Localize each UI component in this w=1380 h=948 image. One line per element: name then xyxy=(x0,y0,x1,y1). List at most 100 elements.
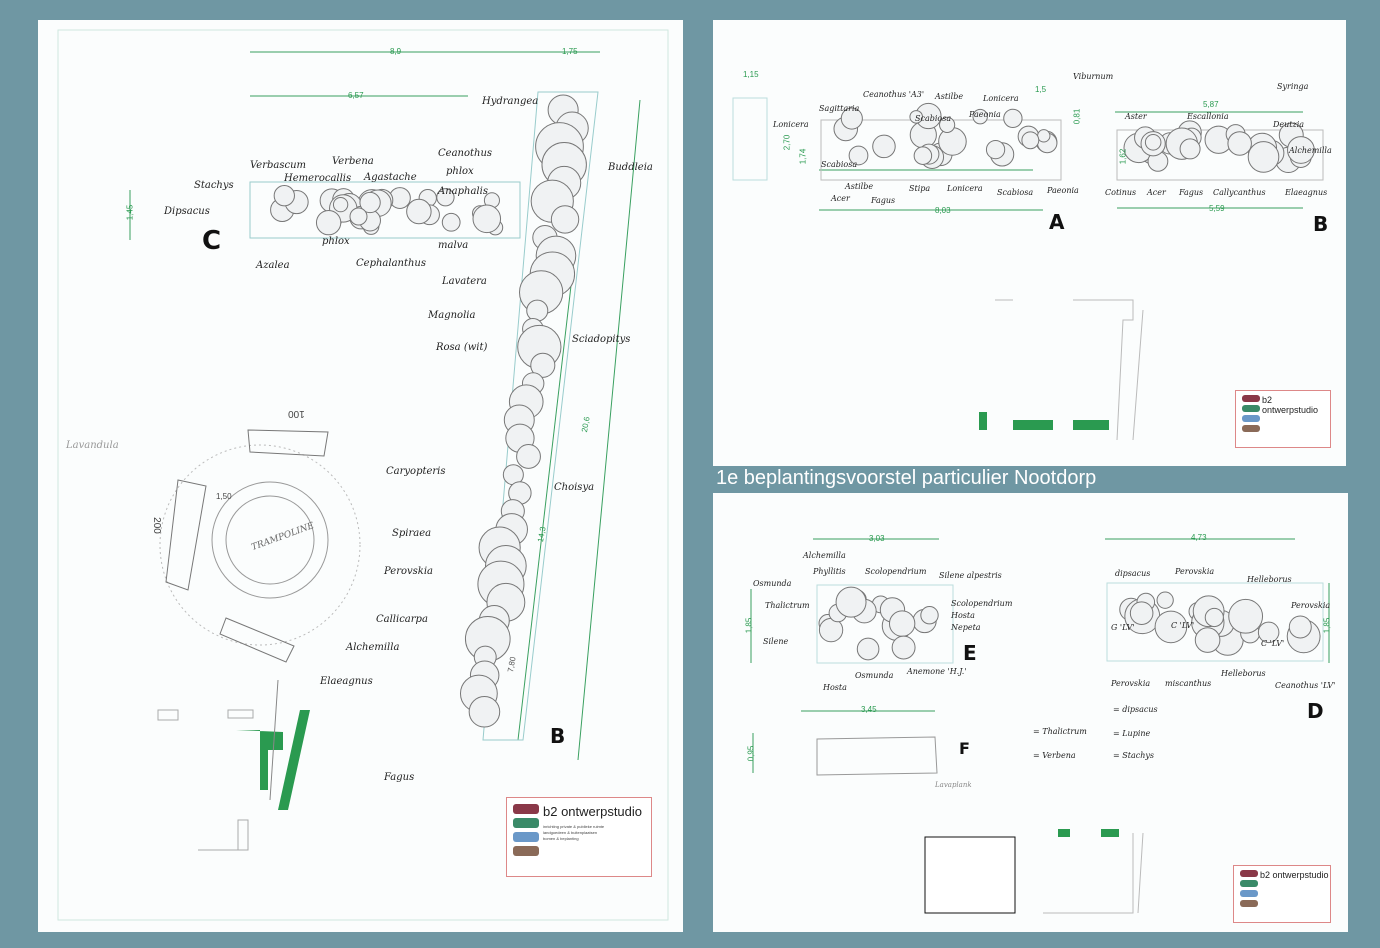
logo-mark xyxy=(1242,405,1260,412)
plant-label: Thalictrum xyxy=(765,601,810,610)
plant-label: Nepeta xyxy=(951,623,981,632)
plant-label: Ceanothus 'LV' xyxy=(1275,681,1336,690)
plant-shape xyxy=(332,196,349,213)
plant-label: Elaeagnus xyxy=(1285,188,1328,197)
dimension: 4,73 xyxy=(1191,533,1207,542)
section-label-f: F xyxy=(959,739,970,758)
dimension: 1,50 xyxy=(216,492,232,501)
bench xyxy=(219,617,295,663)
planting-drawing xyxy=(750,538,1330,914)
plant-label: Escallonia xyxy=(1187,112,1229,121)
logo-mark xyxy=(1242,395,1260,402)
plant-shape xyxy=(1288,615,1312,639)
plant-label: dipsacus xyxy=(1115,569,1151,578)
plant-label: C 'LV' xyxy=(1171,621,1195,630)
house-wall xyxy=(236,730,283,790)
logo-name: b2 ontwerpstudio xyxy=(1260,870,1329,880)
plant-label: Hosta xyxy=(823,683,847,692)
plan-sheet-top-right: 1,15 1,5 2,70 1,74 0,81 8,03 5,87 1,62 5… xyxy=(713,20,1346,466)
plant-shape xyxy=(1179,138,1201,160)
dimension: 1,74 xyxy=(798,148,808,165)
bed-outline xyxy=(732,97,768,181)
plant-label: Agastache xyxy=(364,172,417,183)
plant-label: Perovskia xyxy=(1291,601,1331,610)
building-outline xyxy=(1043,832,1144,914)
house-wall xyxy=(1013,420,1053,430)
logo-mark xyxy=(1240,890,1258,897)
studio-logo: b2 ontwerpstudio inrichting private & pu… xyxy=(506,797,652,877)
bench-label: Lavaplank xyxy=(935,781,972,789)
plant-label: Osmunda xyxy=(855,671,894,680)
plant-shape xyxy=(1227,131,1252,156)
logo-mark xyxy=(513,818,539,828)
plant-label: C 'LV' xyxy=(1261,639,1285,648)
plant-label: Azalea xyxy=(256,260,290,271)
plant-shape xyxy=(1037,129,1051,143)
plant-label: Acer xyxy=(1147,188,1166,197)
plant-label: Dipsacus xyxy=(164,206,210,217)
plant-label: Rosa (wit) xyxy=(436,342,488,353)
plant-shape xyxy=(315,209,342,236)
plant-label: Perovskia xyxy=(1175,567,1215,576)
caption: 1e beplantingsvoorstel particulier Nootd… xyxy=(716,467,1097,489)
logo-mark xyxy=(1242,425,1260,432)
logo-line: inrichting private & publieke ruimte xyxy=(543,824,605,829)
plant-shape xyxy=(872,134,896,159)
arrow xyxy=(269,679,279,801)
trampoline xyxy=(211,481,329,599)
house-wall xyxy=(1101,829,1119,837)
house-wall xyxy=(1058,829,1070,837)
plant-label: Paeonia xyxy=(1047,186,1079,195)
plant-label: Anemone 'H.J.' xyxy=(907,667,967,676)
house-wall xyxy=(278,710,310,810)
logo-mark xyxy=(513,832,539,842)
logo-line: landgoedeen & buitenplaatsen xyxy=(543,830,598,835)
plant-shape xyxy=(441,212,461,232)
dimension: 1,75 xyxy=(562,47,578,56)
plant-shape xyxy=(1129,601,1154,625)
plant-label: Scabiosa xyxy=(997,188,1034,197)
plant-label: Alchemilla xyxy=(803,551,846,560)
section-label-b: B xyxy=(550,724,566,748)
house-wall xyxy=(979,412,987,430)
plant-label: Helleborus xyxy=(1221,669,1266,678)
plant-label: miscanthus xyxy=(1165,679,1212,688)
logo-mark xyxy=(1240,870,1258,877)
bench xyxy=(165,479,207,591)
plant-shape xyxy=(891,635,916,660)
dimension: 6,57 xyxy=(348,91,364,100)
plant-label: Caryopteris xyxy=(386,466,446,477)
plant-label: Anaphalis xyxy=(438,186,488,197)
plant-shape xyxy=(516,444,541,469)
plant-label: Perovskia xyxy=(384,566,433,577)
bed-outline xyxy=(249,181,521,239)
plant-shape xyxy=(1247,141,1280,173)
plant-shape xyxy=(526,299,549,322)
logo-mark xyxy=(1242,415,1260,422)
plant-shape xyxy=(1003,108,1023,129)
plant-shape xyxy=(985,139,1006,160)
plant-label: Astilbe xyxy=(845,182,874,191)
plant-label: Syringa xyxy=(1277,82,1309,91)
dimension: 0,95 xyxy=(746,745,756,762)
plant-shape xyxy=(472,204,502,234)
plant-shape xyxy=(1144,134,1162,151)
plant-label: Scabiosa xyxy=(821,160,858,169)
plant-shape xyxy=(1156,591,1174,609)
plant-label: Aster xyxy=(1125,112,1147,121)
plant-label: Elaeagnus xyxy=(320,676,373,687)
section-label-c: C xyxy=(202,226,222,256)
logo-line: bomen & beplanting xyxy=(543,836,579,841)
plant-label: Cotinus xyxy=(1105,188,1137,197)
plant-label: Hemerocallis xyxy=(284,173,352,184)
plant-label: Choisya xyxy=(554,482,595,493)
plant-label: Scolopendrium xyxy=(951,599,1013,608)
plant-shape xyxy=(1257,621,1280,644)
plant-label: Acer xyxy=(831,194,850,203)
plant-label: Fagus xyxy=(871,196,896,205)
plant-label: G 'LV' xyxy=(1111,623,1135,632)
plant-label: malva xyxy=(438,240,469,251)
building-outline xyxy=(157,709,254,851)
dimension: 1,15 xyxy=(743,70,759,79)
section-label-e: E xyxy=(963,641,977,665)
